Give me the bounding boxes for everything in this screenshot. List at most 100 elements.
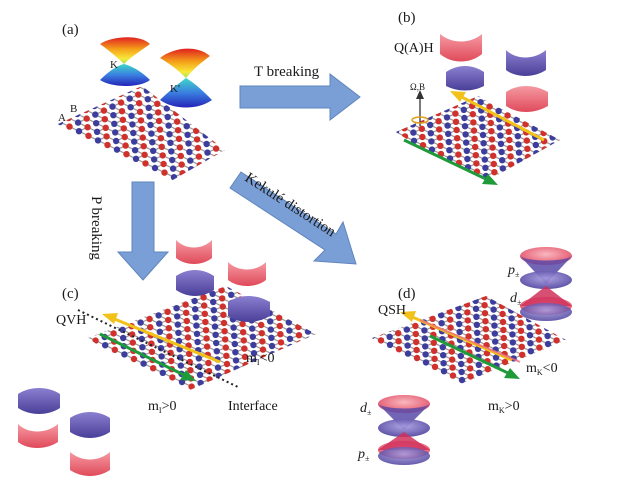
lattice-atom <box>585 144 591 150</box>
lattice-bond <box>210 186 221 193</box>
lattice-atom <box>386 333 393 340</box>
lattice-bond <box>275 391 285 396</box>
lattice-atom <box>539 408 545 414</box>
lattice-atom <box>600 111 606 117</box>
lattice-atom <box>614 320 620 326</box>
lattice-bond <box>577 118 586 122</box>
lattice-atom <box>186 148 193 156</box>
lattice-bond <box>358 387 368 392</box>
lattice-bond <box>536 160 547 167</box>
mass-label-d-top: mK<0 <box>526 361 558 377</box>
lattice-atom <box>298 373 306 380</box>
lattice-atom <box>567 135 573 141</box>
lattice-atom <box>315 341 316 348</box>
lattice-bond <box>576 381 585 385</box>
lattice-atom <box>528 195 534 201</box>
lattice-atom <box>298 364 305 372</box>
lattice-atom <box>546 85 552 91</box>
lattice-bond <box>513 189 522 193</box>
lattice-atom <box>173 305 180 312</box>
lattice-atom <box>555 377 562 384</box>
lattice-atom <box>154 304 162 311</box>
lattice-bond <box>314 302 316 309</box>
lattice-atom <box>473 160 480 167</box>
lattice-atom <box>592 123 598 129</box>
lattice-atom <box>128 112 135 120</box>
lattice-bond <box>624 161 628 165</box>
lattice-bond <box>292 379 303 385</box>
lattice-bond <box>349 391 359 396</box>
lattice-bond <box>577 110 586 114</box>
lattice-bond <box>330 382 340 387</box>
lattice-atom <box>465 333 472 340</box>
lattice-atom <box>150 365 157 372</box>
lattice-bond <box>356 355 366 360</box>
lattice-atom <box>210 119 217 127</box>
lattice-atom <box>210 307 217 314</box>
lattice-atom <box>566 406 572 412</box>
lattice-atom <box>284 302 291 310</box>
lattice-bond <box>568 110 576 114</box>
lattice-atom <box>300 389 307 396</box>
lattice-bond <box>571 151 579 155</box>
lattice-atom <box>545 348 552 356</box>
lattice-bond <box>278 134 287 138</box>
lattice-bond <box>503 180 513 186</box>
lattice-atom <box>580 350 586 356</box>
lattice-atom <box>161 169 168 176</box>
lattice-bond <box>604 123 613 127</box>
lattice-atom <box>479 123 486 130</box>
lattice-bond <box>539 355 550 361</box>
lattice-atom <box>395 338 402 345</box>
lattice-atom <box>448 381 454 387</box>
lattice-atom <box>320 132 326 138</box>
lattice-atom <box>535 320 542 327</box>
edge-state-yellow-d-head <box>400 311 416 322</box>
lattice-atom <box>467 365 474 372</box>
lattice-bond <box>522 194 531 198</box>
lattice-bond <box>256 381 266 387</box>
lattice-atom <box>623 324 628 330</box>
lattice-atom <box>294 434 300 440</box>
lattice-atom <box>601 128 607 134</box>
lattice-atom <box>198 179 205 186</box>
lattice-atom <box>557 409 563 415</box>
lattice-atom <box>490 306 497 313</box>
lattice-atom <box>472 152 479 159</box>
lattice-atom <box>521 391 528 392</box>
lattice-bond <box>323 135 333 140</box>
lattice-atom <box>530 404 536 410</box>
lattice-bond <box>192 185 203 192</box>
lattice-bond <box>327 329 336 333</box>
lattice-bond <box>253 158 263 163</box>
lattice-atom <box>603 152 609 158</box>
lattice-bond <box>229 98 239 103</box>
lattice-bond <box>345 322 354 326</box>
lattice-atom <box>319 399 325 405</box>
lattice-bond <box>337 345 347 350</box>
lattice-atom <box>498 296 505 302</box>
lattice-atom <box>561 325 566 332</box>
lattice-bond <box>514 378 524 383</box>
lattice-atom <box>304 320 311 327</box>
lattice-bond <box>343 305 352 309</box>
lattice-bond <box>351 412 360 416</box>
lattice-atom <box>596 311 602 317</box>
lattice-bond <box>183 181 194 187</box>
bands-b <box>440 34 548 112</box>
lattice-bond <box>240 115 249 119</box>
lattice-bond <box>414 382 424 387</box>
lattice-bond <box>600 338 609 342</box>
lattice-atom <box>274 298 282 305</box>
lattice-atom <box>591 387 597 393</box>
lattice-atom <box>156 328 163 335</box>
lattice-atom <box>412 330 419 338</box>
lattice-bond <box>414 390 424 395</box>
lattice-atom <box>524 145 531 152</box>
lattice-bond <box>569 118 577 122</box>
lattice-atom <box>273 274 279 280</box>
lattice-atom <box>373 377 379 383</box>
lattice-atom <box>605 316 611 322</box>
lattice-bond <box>586 110 594 114</box>
lattice-atom <box>516 157 523 164</box>
